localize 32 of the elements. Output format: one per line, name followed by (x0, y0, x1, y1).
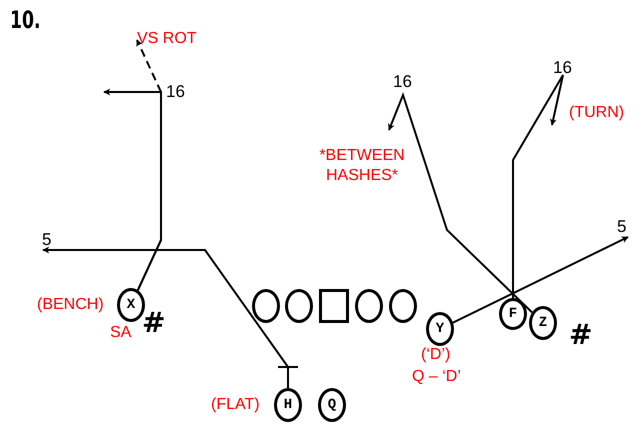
yardage-number: 16 (553, 58, 572, 78)
route-arrow (42, 246, 289, 388)
hash-mark: # (142, 309, 166, 337)
lineman-circle (252, 289, 280, 323)
player-circle: Z (529, 306, 557, 340)
yardage-number: 16 (393, 72, 412, 92)
player-note: (‘D’) (421, 346, 450, 364)
lineman-circle (285, 289, 313, 323)
route-arrow (512, 74, 564, 298)
route-note: VS ROT (137, 30, 197, 48)
player-circle: F (499, 298, 527, 330)
lineman-circle (355, 289, 383, 323)
player-note: (FLAT) (211, 396, 260, 414)
lineman-circle (389, 289, 417, 323)
route-arrow (388, 92, 533, 314)
route-note: (TURN) (569, 104, 624, 122)
yardage-number: 5 (617, 218, 626, 236)
route-note: *BETWEEN HASHES* (318, 146, 406, 186)
yardage-number: 5 (42, 231, 52, 249)
player-note: SA (110, 324, 132, 342)
player-note: Q – ‘D’ (412, 368, 461, 386)
route-arrow (452, 236, 629, 324)
yardage-number: 16 (166, 82, 185, 102)
player-circle: H (274, 388, 302, 422)
hash-mark: # (569, 321, 592, 349)
title: 10. (10, 6, 41, 34)
route-arrow (136, 39, 162, 291)
player-note: (BENCH) (37, 296, 104, 314)
center-square (319, 289, 349, 323)
player-circle: Q (318, 388, 346, 422)
player-circle: X (117, 288, 145, 322)
player-circle: Y (426, 312, 454, 346)
